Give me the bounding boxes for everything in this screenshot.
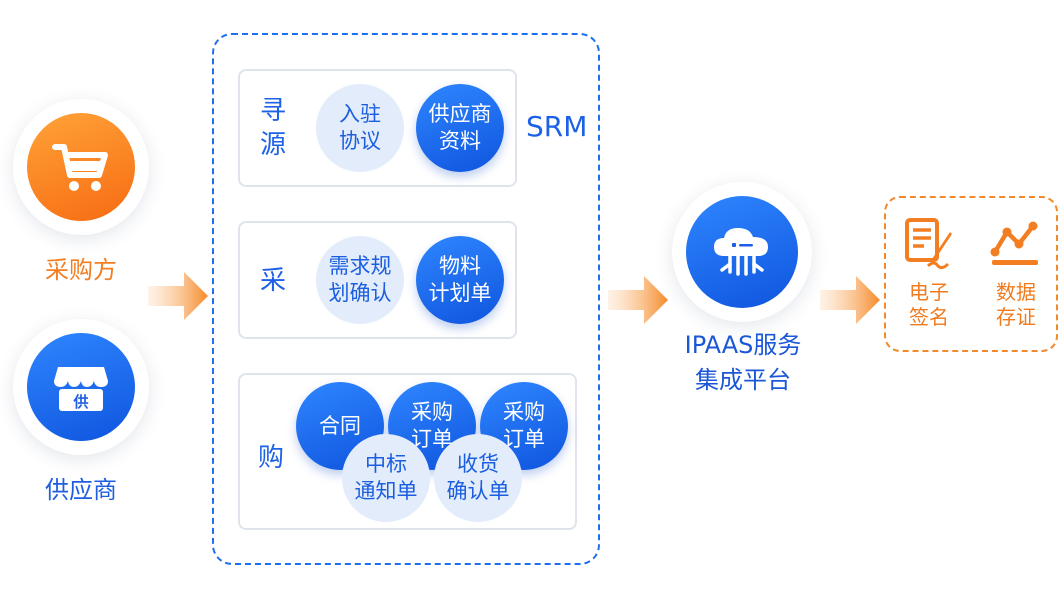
storefront-icon (54, 367, 108, 411)
ipaas-node (672, 182, 812, 322)
supplier-label: 供应商 (45, 476, 117, 504)
output-esignature: 电子 签名 (894, 216, 964, 330)
shopping-cart-icon (52, 144, 108, 191)
srm-frame (212, 33, 600, 565)
bubble-supplier-profile: 供应商资料 (416, 84, 504, 172)
buyer-node (13, 99, 149, 235)
srm-title: SRM (526, 110, 588, 143)
supplier-node: 供 (13, 319, 149, 455)
bubble-demand-confirm: 需求规划确认 (316, 236, 404, 324)
buyer-label: 采购方 (45, 256, 117, 284)
cloud-network-icon (714, 228, 768, 276)
arrow-srm-to-ipaas (608, 276, 668, 324)
supplier-icon-text: 供 (73, 393, 89, 411)
document-sign-icon (905, 218, 952, 270)
output-data-evidence-label: 数据 存证 (996, 280, 1036, 329)
supplier-icon-circle: 供 (27, 333, 135, 441)
bubble-entry-agreement: 入驻协议 (316, 84, 404, 172)
arrow-ipaas-to-outputs (820, 276, 880, 324)
stage-planning-label: 采 (260, 266, 287, 296)
bubble-award-notice: 中标通知单 (342, 434, 430, 522)
bubble-receipt-confirm: 收货确认单 (434, 434, 522, 522)
output-data-evidence: 数据 存证 (981, 216, 1051, 330)
stage-sourcing-label: 寻 源 (260, 96, 287, 160)
stage-purchasing-label: 购 (258, 443, 285, 473)
arrow-actors-to-srm (148, 272, 208, 320)
ipaas-label: IPAAS服务 集成平台 (684, 331, 802, 394)
outputs-frame (884, 196, 1058, 352)
output-esignature-label: 电子 签名 (909, 280, 949, 329)
bubble-material-plan: 物料计划单 (416, 236, 504, 324)
buyer-icon-circle (27, 113, 135, 221)
ipaas-icon-circle (686, 196, 798, 308)
line-chart-icon (990, 221, 1038, 265)
